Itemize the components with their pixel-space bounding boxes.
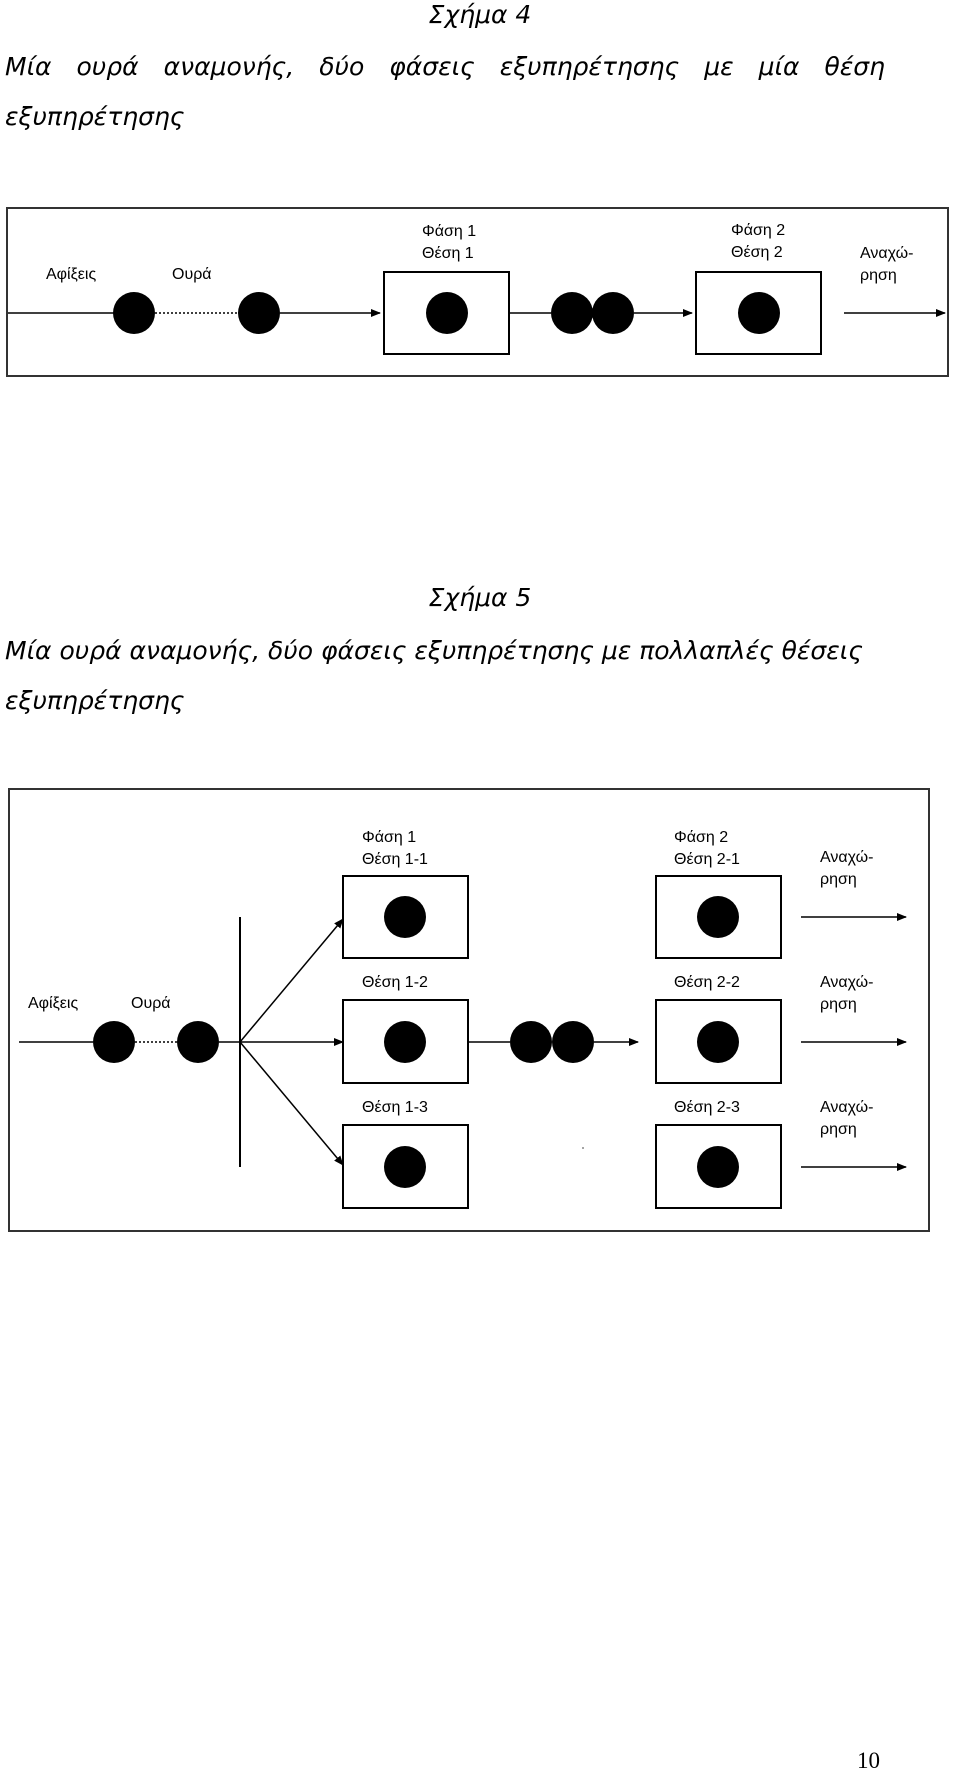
figure5-phase1-label: Φάση 1 [362, 829, 416, 846]
figure4-position2-label: Θέση 2 [731, 244, 783, 261]
figure4-title: Σχήμα 4 [428, 0, 532, 29]
figure5-server-2-2 [655, 999, 782, 1084]
figure4-caption-word: φάσεις [389, 52, 475, 81]
figure5-queue-label: Ουρά [131, 995, 171, 1012]
figure4-customer [238, 292, 280, 334]
figure4-queue-label: Ουρά [172, 266, 212, 283]
figure5-branch-arrow-top [239, 918, 344, 1043]
figure5-departure-label-1-line1: Αναχώ- [820, 849, 873, 866]
figure5-customer-in-service [384, 1021, 426, 1063]
figure4-diagram: Αφίξεις Ουρά Φάση 1 Θέση 1 Φάση 2 Θέση 2… [6, 207, 949, 377]
figure5-customer-in-service [697, 1021, 739, 1063]
figure4-caption-line2: εξυπηρέτησης [5, 102, 185, 131]
figure4-caption-word: δύο [319, 52, 365, 81]
figure5-customer [177, 1021, 219, 1063]
figure5-departure-label-1-line2: ρηση [820, 871, 857, 888]
figure4-position1-label: Θέση 1 [422, 245, 474, 262]
figure5-arrivals-label: Αφίξεις [28, 995, 78, 1012]
figure5-customer [510, 1021, 552, 1063]
figure5-customer-in-service [384, 896, 426, 938]
figure5-branch-arrow-bottom [239, 1041, 344, 1166]
figure4-departure-label-line1: Αναχώ- [860, 245, 913, 262]
figure5-pos-1-2-label: Θέση 1-2 [362, 974, 428, 991]
figure4-arrivals-label: Αφίξεις [46, 266, 96, 283]
figure5-pos-1-3-label: Θέση 1-3 [362, 1099, 428, 1116]
figure4-caption-word: μία [758, 52, 800, 81]
figure4-caption-word: με [704, 52, 734, 81]
figure4-caption-word: θέση [824, 52, 885, 81]
figure4-customer [113, 292, 155, 334]
figure4-customer-in-service [426, 292, 468, 334]
page-number: 10 [857, 1748, 880, 1773]
figure4-customer [551, 292, 593, 334]
figure5-departure-label-2-line2: ρηση [820, 996, 857, 1013]
figure5-customer [93, 1021, 135, 1063]
figure5-pos-1-1-label: Θέση 1-1 [362, 851, 428, 868]
figure4-caption-word: ουρά [76, 52, 139, 81]
figure4-customer [592, 292, 634, 334]
figure5-departure-label-3-line1: Αναχώ- [820, 1099, 873, 1116]
figure5-customer-in-service [697, 1146, 739, 1188]
figure5-diagram: Αφίξεις Ουρά Φάση 1 Θέση 1-1 Θέση 1-2 Θέ… [8, 788, 930, 1232]
figure4-caption-line1: Μία ουρά αναμονής, δύο φάσεις εξυπηρέτησ… [5, 52, 885, 82]
figure5-title: Σχήμα 5 [428, 583, 532, 612]
figure5-customer-in-service [384, 1146, 426, 1188]
figure5-departure-label-2-line1: Αναχώ- [820, 974, 873, 991]
figure5-caption-line2: εξυπηρέτησης [5, 686, 185, 715]
figure5-customer [552, 1021, 594, 1063]
figure4-customer-in-service [738, 292, 780, 334]
figure4-departure-label-line2: ρηση [860, 267, 897, 284]
figure5-speck [582, 1147, 584, 1149]
figure4-caption-word: εξυπηρέτησης [499, 52, 680, 81]
figure5-pos-2-3-label: Θέση 2-3 [674, 1099, 740, 1116]
figure5-phase2-label: Φάση 2 [674, 829, 728, 846]
figure4-caption-word: Μία [5, 52, 52, 81]
figure5-departure-label-3-line2: ρηση [820, 1121, 857, 1138]
figure5-customer-in-service [697, 896, 739, 938]
figure4-phase1-label: Φάση 1 [422, 223, 476, 240]
figure5-pos-2-2-label: Θέση 2-2 [674, 974, 740, 991]
figure4-phase2-label: Φάση 2 [731, 222, 785, 239]
figure5-pos-2-1-label: Θέση 2-1 [674, 851, 740, 868]
figure4-caption-word: αναμονής, [163, 52, 295, 81]
figure5-caption-line1: Μία ουρά αναμονής, δύο φάσεις εξυπηρέτησ… [5, 636, 863, 665]
